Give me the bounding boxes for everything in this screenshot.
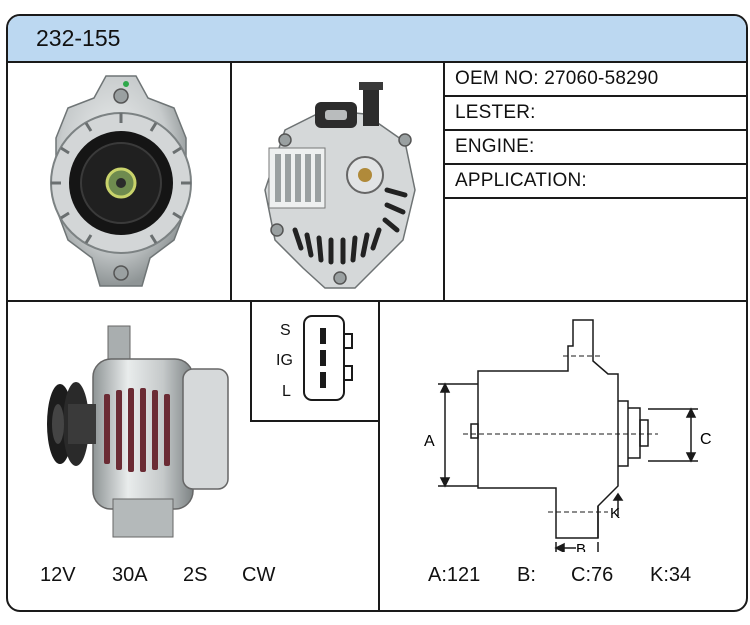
application-row: APPLICATION: (445, 164, 746, 198)
info-row-line-4 (445, 197, 746, 199)
dimension-label-a: A (424, 433, 435, 450)
divider-top-right (443, 61, 445, 301)
divider-bottom-right (378, 300, 380, 610)
alternator-side-image (47, 325, 229, 538)
divider-top-left (230, 61, 232, 301)
dimension-label-c: C (700, 431, 712, 448)
oem-no-row: OEM NO: 27060-58290 (445, 62, 746, 96)
info-row-line-1 (445, 95, 746, 97)
connector-diagram (303, 315, 353, 401)
connector-pin-label-ig: IG (276, 352, 293, 369)
dimension-value-k: K:34 (650, 564, 692, 586)
header-bar: 232-155 (8, 16, 746, 63)
dimension-label-b: B (576, 541, 586, 552)
lester-text: LESTER: (455, 102, 536, 123)
spec-sheet: 232-155 OEM NO: 27060-58290 LESTER: ENGI… (6, 14, 748, 612)
spec-amperage: 30A (112, 564, 148, 586)
alternator-front-image (50, 75, 192, 287)
dimension-value-b: B: (517, 564, 536, 586)
info-row-line-2 (445, 129, 746, 131)
spec-pulley: 2S (183, 564, 208, 586)
oem-no-text: OEM NO: 27060-58290 (455, 68, 659, 89)
lester-row: LESTER: (445, 96, 746, 130)
dimension-label-k: K (610, 505, 620, 522)
connector-pin-label-l: L (282, 383, 291, 400)
dimension-value-a: A:121 (428, 564, 481, 586)
connector-pin-label-s: S (280, 322, 291, 339)
divider-middle (8, 300, 746, 302)
part-number-title: 232-155 (36, 25, 121, 51)
info-row-line-3 (445, 163, 746, 165)
connector-box-bottom (250, 420, 380, 422)
application-text: APPLICATION: (455, 170, 587, 191)
connector-box-left (250, 300, 252, 422)
alternator-rear-image (264, 82, 416, 289)
spec-rotation: CW (242, 564, 276, 586)
engine-row: ENGINE: (445, 130, 746, 164)
spec-voltage: 12V (40, 564, 76, 586)
engine-text: ENGINE: (455, 136, 535, 157)
dimension-value-c: C:76 (571, 564, 614, 586)
dimension-diagram: A C B K (424, 319, 712, 552)
